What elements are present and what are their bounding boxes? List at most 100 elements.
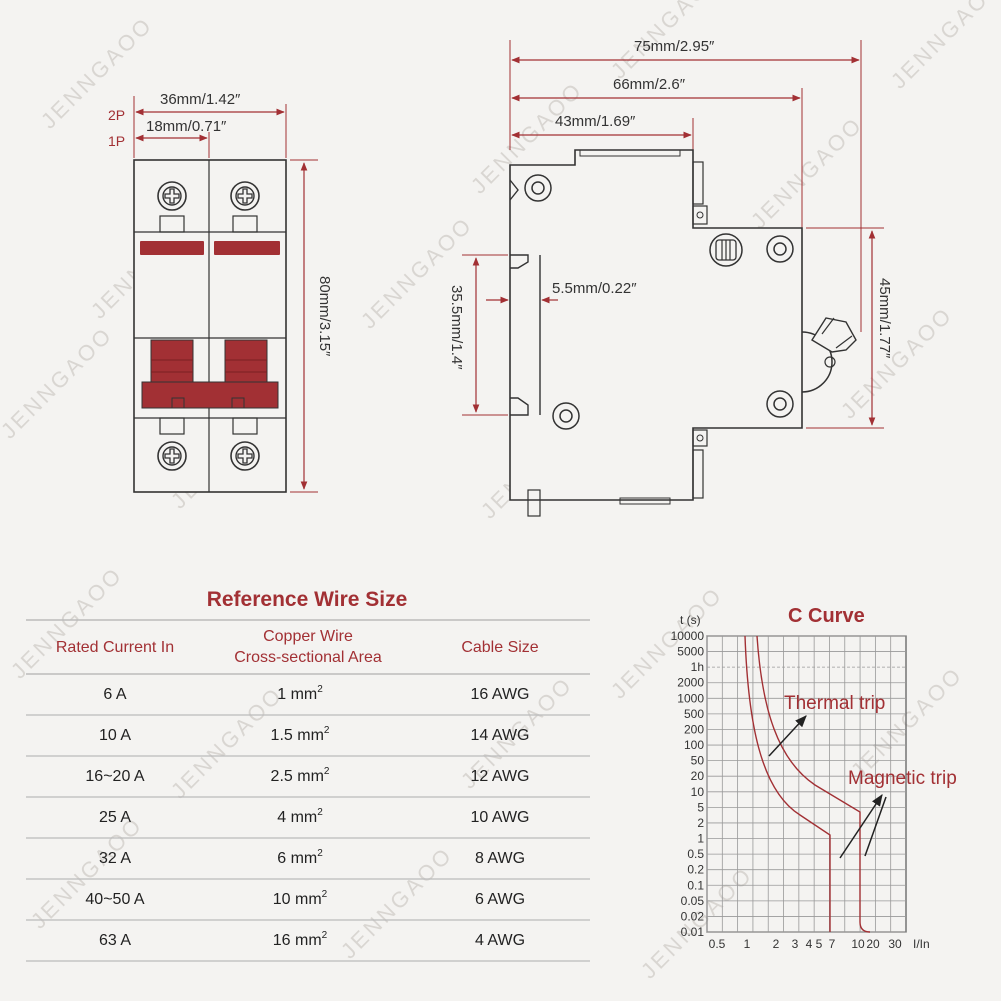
svg-text:JENNGAOO: JENNGAOO <box>36 12 158 134</box>
width-1p-label: 18mm/0.71″ <box>146 118 227 135</box>
side-view: 75mm/2.95″ 66mm/2.6″ 43mm/1.69″ <box>448 38 893 517</box>
header-cable-size: Cable Size <box>461 639 538 656</box>
depth-total-label: 75mm/2.95″ <box>634 38 715 55</box>
svg-text:JENNGAOO: JENNGAOO <box>846 662 968 784</box>
y-axis-label: t (s) <box>680 613 701 627</box>
breaker-body <box>133 159 287 493</box>
table-row: 40~50 A 10 mm2 6 AWG <box>26 889 590 921</box>
y-tick-label: 5000 <box>677 645 704 659</box>
screw-terminal-icon <box>157 181 187 211</box>
red-toggle-handle-icon <box>150 339 194 385</box>
width-2p-label: 36mm/1.42″ <box>160 91 241 108</box>
din-rail-label: 35.5mm/1.4″ <box>448 285 465 370</box>
y-tick-label: 200 <box>684 722 704 736</box>
cell-awg: 16 AWG <box>471 686 530 703</box>
x-tick-label: 10 <box>851 937 865 951</box>
table-title: Reference Wire Size <box>207 588 408 611</box>
svg-text:JENNGAOO: JENNGAOO <box>166 682 288 804</box>
svg-text:JENNGAOO: JENNGAOO <box>886 0 1001 94</box>
y-tick-label: 1 <box>697 832 704 846</box>
front-view: 2P 1P 36mm/1.42″ 18mm/0.71″ <box>108 91 333 493</box>
x-tick-label: 4 <box>806 937 813 951</box>
clip-depth-label: 5.5mm/0.22″ <box>552 280 637 297</box>
x-tick-label: 20 <box>866 937 880 951</box>
svg-text:JENNGAOO: JENNGAOO <box>336 842 458 964</box>
x-axis-label: I/In <box>913 937 930 951</box>
cell-awg: 4 AWG <box>475 932 525 949</box>
y-tick-label: 2000 <box>677 676 704 690</box>
y-tick-label: 2 <box>697 816 704 830</box>
x-tick-label: 7 <box>829 937 836 951</box>
cell-awg: 14 AWG <box>471 727 530 744</box>
thermal-lower-curve <box>744 635 831 932</box>
y-tick-label: 1000 <box>677 691 704 705</box>
curve-title: C Curve <box>788 605 865 627</box>
screw-terminal-icon <box>230 181 260 211</box>
y-tick-label: 1h <box>691 660 704 674</box>
c-curve-chart: C Curve t (s) 1000050001h200010005002001… <box>671 605 957 951</box>
cell-area: 1.5 mm2 <box>271 725 330 744</box>
height-label: 80mm/3.15″ <box>316 276 333 357</box>
cell-awg: 6 AWG <box>475 891 525 908</box>
pole-label-1p: 1P <box>108 133 125 149</box>
cell-area: 2.5 mm2 <box>271 766 330 785</box>
y-tick-label: 0.2 <box>687 863 704 877</box>
cell-current: 6 A <box>103 686 126 703</box>
cell-current: 25 A <box>99 809 131 826</box>
screw-terminal-icon <box>230 441 260 471</box>
table-row: 32 A 6 mm2 8 AWG <box>26 848 590 880</box>
toggle-handle-icon <box>811 317 857 353</box>
y-tick-label: 50 <box>691 754 705 768</box>
y-tick-label: 5 <box>697 800 704 814</box>
front-height-label: 45mm/1.77″ <box>876 278 893 359</box>
wire-size-table: Reference Wire Size Rated Current In Cop… <box>26 588 590 962</box>
header-cross-section: Cross-sectional Area <box>234 649 382 666</box>
cell-area: 10 mm2 <box>273 889 328 908</box>
slotted-screw-icon <box>709 233 743 267</box>
cell-current: 63 A <box>99 932 131 949</box>
cell-awg: 12 AWG <box>471 768 530 785</box>
svg-text:JENNGAOO: JENNGAOO <box>6 562 128 684</box>
cell-current: 16~20 A <box>85 768 145 785</box>
cell-current: 32 A <box>99 850 131 867</box>
pole-label-2p: 2P <box>108 107 125 123</box>
svg-text:JENNGAOO: JENNGAOO <box>606 582 728 704</box>
depth-handle-label: 66mm/2.6″ <box>613 76 686 93</box>
y-tick-label: 0.1 <box>687 878 704 892</box>
cell-awg: 8 AWG <box>475 850 525 867</box>
y-tick-label: 0.05 <box>681 894 705 908</box>
x-tick-label: 5 <box>816 937 823 951</box>
y-tick-label: 0.02 <box>681 909 705 923</box>
table-row: 63 A 16 mm2 4 AWG <box>26 930 590 962</box>
x-tick-label: 1 <box>744 937 751 951</box>
cell-current: 40~50 A <box>85 891 145 908</box>
y-tick-label: 0.5 <box>687 847 704 861</box>
y-tick-label: 100 <box>684 738 704 752</box>
x-tick-label: 3 <box>792 937 799 951</box>
header-copper-wire: Copper Wire <box>263 628 353 645</box>
thermal-upper-curve <box>756 635 871 933</box>
svg-text:JENNGAOO: JENNGAOO <box>836 302 958 424</box>
y-tick-label: 0.01 <box>681 925 705 939</box>
cell-current: 10 A <box>99 727 131 744</box>
table-row: 10 A 1.5 mm2 14 AWG <box>26 725 590 757</box>
svg-text:JENNGAOO: JENNGAOO <box>746 112 868 234</box>
cell-area: 6 mm2 <box>277 848 323 867</box>
depth-body-label: 43mm/1.69″ <box>555 113 636 130</box>
x-tick-label: 30 <box>888 937 902 951</box>
table-row: 16~20 A 2.5 mm2 12 AWG <box>26 766 590 798</box>
cell-awg: 10 AWG <box>471 809 530 826</box>
magnetic-trip-label: Magnetic trip <box>848 768 957 789</box>
screw-terminal-icon <box>157 441 187 471</box>
cell-area: 16 mm2 <box>273 930 328 949</box>
side-body <box>509 149 803 501</box>
header-rated-current: Rated Current In <box>56 639 174 656</box>
red-indicator-bar-icon <box>140 241 204 255</box>
svg-text:JENNGAOO: JENNGAOO <box>26 812 148 934</box>
y-tick-label: 10 <box>691 785 705 799</box>
red-toggle-handle-icon <box>224 339 268 385</box>
y-tick-label: 20 <box>691 769 705 783</box>
cell-area: 4 mm2 <box>277 807 323 826</box>
